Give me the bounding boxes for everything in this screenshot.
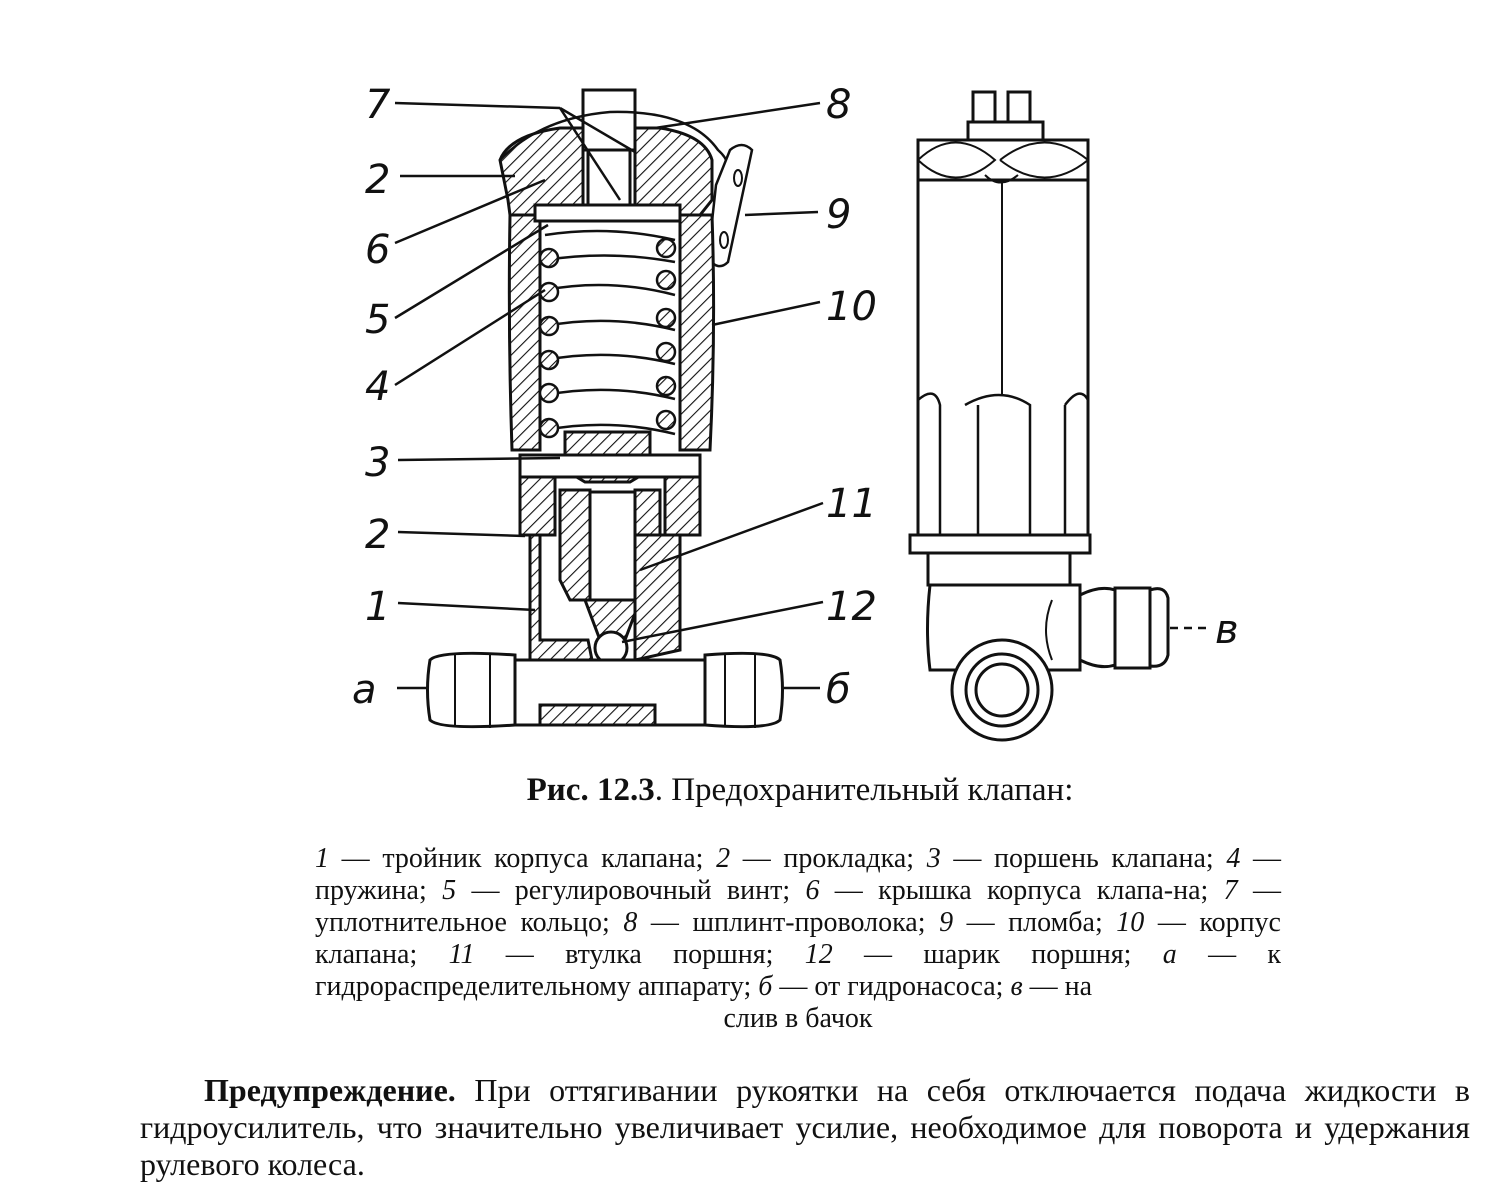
figure-legend: 1 — тройник корпуса клапана; 2 — проклад… bbox=[315, 843, 1281, 1035]
callout-7: 7 bbox=[365, 82, 391, 128]
figure-number: Рис. 12.3 bbox=[526, 772, 655, 808]
legend-text: — пломба; bbox=[953, 907, 1117, 938]
legend-text: — втулка поршня; bbox=[474, 939, 805, 970]
callout-10: 10 bbox=[826, 284, 877, 330]
legend-key: а bbox=[1162, 939, 1177, 970]
legend-text: — прокладка; bbox=[730, 843, 927, 874]
legend-key: 11 bbox=[448, 939, 475, 970]
legend-text: — поршень клапана; bbox=[940, 843, 1227, 874]
callout-6: 6 bbox=[365, 227, 390, 273]
callout-2-bottom: 2 bbox=[365, 512, 390, 558]
warning-paragraph: Предупреждение. При оттягивании рукоятки… bbox=[140, 1072, 1470, 1183]
legend-key: 9 bbox=[939, 907, 954, 938]
legend-text: — крышка корпуса клапа-на; bbox=[819, 875, 1224, 906]
callout-9: 9 bbox=[826, 192, 851, 238]
legend-text: — от гидронасоса; bbox=[772, 971, 1011, 1002]
callout-12: 12 bbox=[826, 584, 877, 630]
external-view bbox=[908, 90, 1210, 742]
callout-8: 8 bbox=[826, 82, 851, 128]
callout-a: а bbox=[352, 667, 377, 713]
warning-text: При оттягивании рукоятки на себя отключа… bbox=[140, 1072, 1470, 1182]
legend-text: — тройник корпуса клапана; bbox=[329, 843, 717, 874]
legend-text: — уплотнительное кольцо; bbox=[315, 875, 1281, 938]
legend-text: — на bbox=[1022, 971, 1093, 1002]
callout-v: в bbox=[1215, 607, 1239, 653]
legend-text: — шарик поршня; bbox=[832, 939, 1163, 970]
legend-text: — к гидрораспределительному аппарату; bbox=[315, 939, 1281, 1002]
legend-key: 5 bbox=[442, 875, 457, 906]
figure-caption: Рис. 12.3. Предохранительный клапан: bbox=[0, 772, 1510, 809]
figure-title: . Предохранительный клапан: bbox=[654, 772, 1074, 808]
legend-key: 2 bbox=[716, 843, 731, 874]
legend-key: б bbox=[758, 971, 773, 1002]
callout-3: 3 bbox=[365, 440, 390, 486]
legend-key: 8 bbox=[623, 907, 638, 938]
legend-key: 10 bbox=[1116, 907, 1145, 938]
callout-2-top: 2 bbox=[365, 157, 390, 203]
legend-key: 4 bbox=[1226, 843, 1241, 874]
callout-5: 5 bbox=[365, 297, 390, 343]
legend-key: 6 bbox=[805, 875, 820, 906]
legend-key: 1 bbox=[315, 843, 329, 874]
callout-4: 4 bbox=[365, 364, 390, 410]
callout-b: б bbox=[826, 667, 851, 713]
legend-text-last: слив в бачок bbox=[723, 1003, 873, 1034]
sectional-view bbox=[397, 88, 820, 729]
warning-label: Предупреждение. bbox=[204, 1072, 456, 1108]
legend-key: 3 bbox=[926, 843, 941, 874]
callout-11: 11 bbox=[826, 481, 877, 527]
leader-lines bbox=[394, 101, 824, 644]
callout-1: 1 bbox=[365, 584, 390, 630]
legend-key: в bbox=[1010, 971, 1023, 1002]
legend-text: — корпус клапана; bbox=[315, 907, 1281, 970]
legend-key: 7 bbox=[1223, 875, 1238, 906]
safety-valve-drawing: 7 8 2 9 6 10 5 4 3 11 2 1 12 а б в bbox=[352, 82, 1239, 742]
callout-labels: 7 8 2 9 6 10 5 4 3 11 2 1 12 а б в bbox=[352, 82, 1239, 713]
legend-text: — шплинт-проволока; bbox=[637, 907, 940, 938]
legend-key: 12 bbox=[804, 939, 833, 970]
legend-text: — пружина; bbox=[315, 843, 1282, 906]
legend-text: — регулировочный винт; bbox=[456, 875, 806, 906]
